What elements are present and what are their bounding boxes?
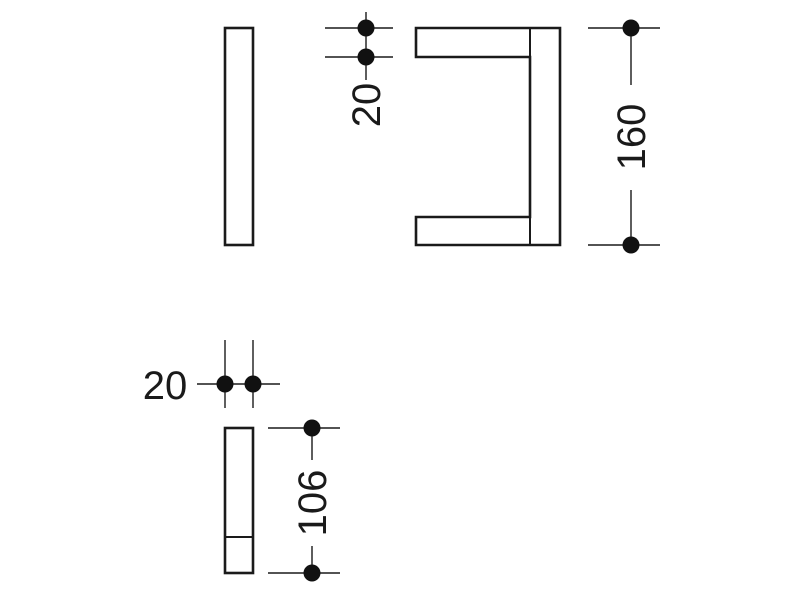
dimension-dot-left bbox=[216, 375, 234, 393]
dimension-dot-upper bbox=[303, 419, 321, 437]
bracket-outline bbox=[414, 26, 562, 247]
dimension-label-bar-width: 20 bbox=[143, 364, 188, 408]
dimension-bar-length: 106 bbox=[268, 419, 340, 582]
dimension-dot-lower bbox=[303, 564, 321, 582]
side-view-bar bbox=[223, 26, 255, 247]
dimension-dot-lower bbox=[357, 48, 375, 66]
dimension-label-bar-length: 106 bbox=[291, 470, 335, 537]
bottom-view-group: 20 106 bbox=[143, 340, 340, 582]
dimension-label-top-thickness: 20 bbox=[345, 83, 389, 128]
short-bar bbox=[223, 426, 255, 575]
top-view-group: 20 160 bbox=[223, 12, 660, 254]
dimension-dot-lower bbox=[622, 236, 640, 254]
dimension-dot-right bbox=[244, 375, 262, 393]
dimension-top-thickness: 20 bbox=[325, 12, 393, 127]
front-view-bracket bbox=[414, 26, 562, 247]
dimension-bar-width: 20 bbox=[143, 340, 280, 408]
dimension-height: 160 bbox=[588, 19, 660, 254]
dimension-label-height: 160 bbox=[610, 104, 654, 171]
dimension-dot-upper bbox=[357, 19, 375, 37]
dimension-dot-upper bbox=[622, 19, 640, 37]
short-bar-outline bbox=[223, 426, 255, 575]
